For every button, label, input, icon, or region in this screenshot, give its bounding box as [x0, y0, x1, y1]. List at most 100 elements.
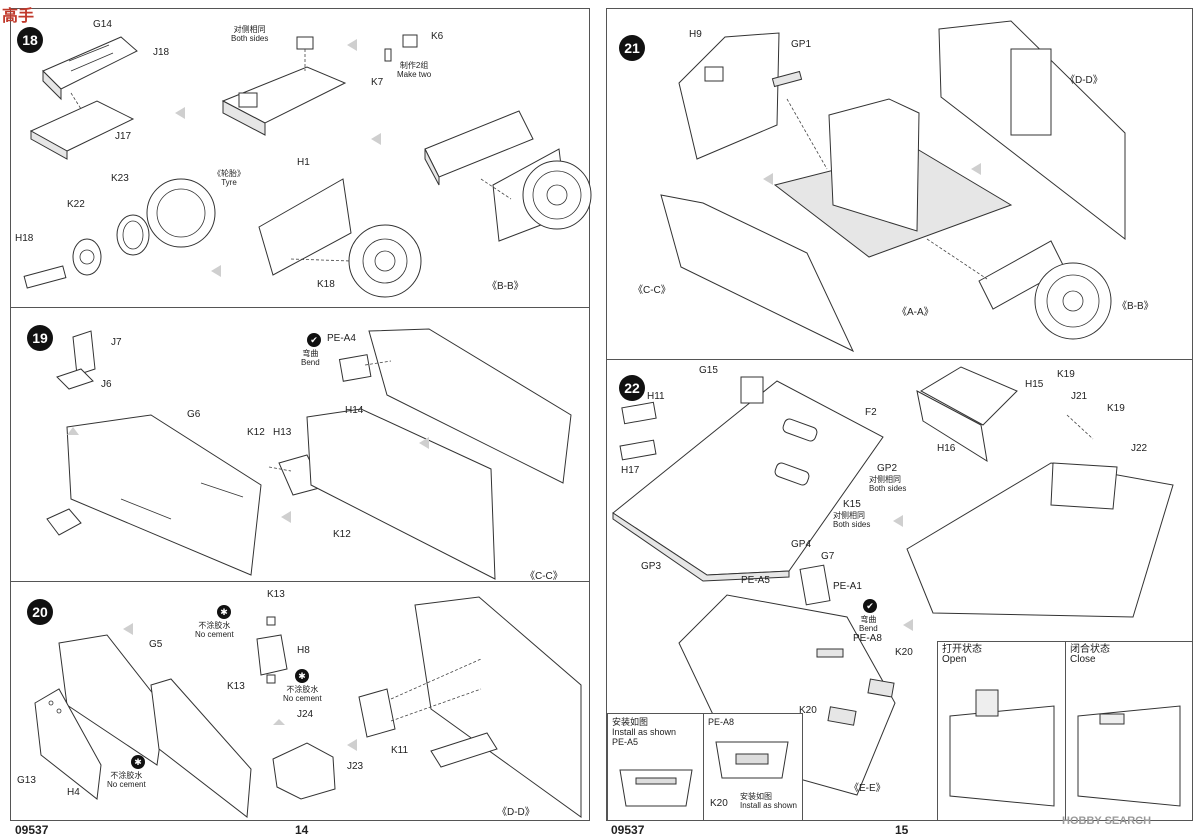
step-number-18: 18: [17, 27, 43, 53]
subassembly-ref: 《B-B》: [1117, 301, 1154, 312]
part-label: K6: [431, 31, 444, 42]
part-label: GP3: [641, 561, 662, 572]
page-number: 14: [295, 823, 309, 837]
part-label: K7: [371, 77, 384, 88]
part-label: J7: [111, 337, 122, 348]
part-label: G5: [149, 639, 163, 650]
step20-illustration: [34, 596, 582, 818]
part-label: GP1: [791, 39, 812, 50]
part-label: H9: [689, 29, 702, 40]
product-code: 09537: [15, 823, 49, 837]
part-label: K22: [67, 199, 85, 210]
part-label: K23: [111, 173, 129, 184]
subassembly-ref: 《B-B》: [487, 281, 524, 292]
part-label: G13: [17, 775, 36, 786]
watermark-logo: 高手: [2, 8, 35, 25]
part-label: J6: [101, 379, 112, 390]
part-label: K13: [267, 589, 285, 600]
subassembly-ref: 《D-D》: [1065, 75, 1103, 86]
subassembly-ref: 《E-E》: [849, 783, 886, 794]
part-label: K13: [227, 681, 245, 692]
watermark-hobby-search: HOBBY SEARCH: [1062, 815, 1152, 827]
part-label: K20: [799, 705, 817, 716]
right-page: 21 H9 GP1 《D-D》 《C-C》 《A-A》 《B-B》 22 H11…: [606, 8, 1193, 837]
part-label: K15: [843, 499, 861, 510]
part-label: J24: [297, 709, 314, 720]
step19-illustration: [46, 328, 572, 580]
part-label: J21: [1071, 391, 1088, 402]
bend-icon: ✔: [863, 599, 877, 613]
step-number-19: 19: [27, 325, 53, 351]
part-label: K18: [317, 279, 335, 290]
part-label: K20: [710, 798, 728, 809]
subassembly-ref: 《A-A》: [897, 307, 934, 318]
part-label: K11: [391, 745, 409, 756]
subassembly-ref: 《C-C》: [633, 285, 671, 296]
step22-illustration: [612, 366, 1174, 796]
part-label: H17: [621, 465, 640, 476]
part-label: H18: [15, 233, 34, 244]
part-label: K20: [895, 647, 913, 658]
subassembly-ref: 《C-C》: [525, 571, 563, 582]
step-divider: [11, 581, 589, 582]
part-label: G15: [699, 365, 718, 376]
part-label: PE-A5: [741, 575, 770, 586]
part-label: H1: [297, 157, 310, 168]
step21-illustration: [660, 20, 1126, 353]
part-label: H4: [67, 787, 80, 798]
part-label: PE-A1: [833, 581, 862, 592]
step-divider: [11, 307, 589, 308]
part-label: H8: [297, 645, 310, 656]
inset-drawing: [1077, 705, 1181, 807]
part-label: K12: [247, 427, 265, 438]
step-number-20: 20: [27, 599, 53, 625]
no-cement-icon: ✱: [295, 669, 309, 683]
step-number-22: 22: [619, 375, 645, 401]
part-label: PE-A8: [853, 633, 882, 644]
part-label: G14: [93, 19, 112, 30]
subassembly-ref: 《D-D》: [497, 807, 535, 818]
step-divider: [607, 359, 1192, 360]
inset-drawing: [715, 741, 789, 779]
part-label: G7: [821, 551, 835, 562]
part-label: J18: [153, 47, 170, 58]
part-label: J22: [1131, 443, 1148, 454]
part-label: J23: [347, 761, 364, 772]
part-label: K12: [333, 529, 351, 540]
step-number-21: 21: [619, 35, 645, 61]
inset-drawing: [619, 769, 693, 807]
page-number: 15: [895, 823, 909, 837]
part-label: H13: [273, 427, 292, 438]
part-label: GP2: [877, 463, 898, 474]
no-cement-icon: ✱: [217, 605, 231, 619]
bend-icon: ✔: [307, 333, 321, 347]
part-label: H15: [1025, 379, 1044, 390]
part-label: PE-A4: [327, 333, 356, 344]
step18-illustration: [23, 34, 592, 298]
part-label: H11: [647, 391, 665, 402]
part-label: K19: [1057, 369, 1075, 380]
part-label: H16: [937, 443, 956, 454]
part-label: F2: [865, 407, 877, 418]
part-label: K19: [1107, 403, 1125, 414]
inset-title: PE-A8: [708, 717, 735, 727]
part-label: GP4: [791, 539, 812, 550]
